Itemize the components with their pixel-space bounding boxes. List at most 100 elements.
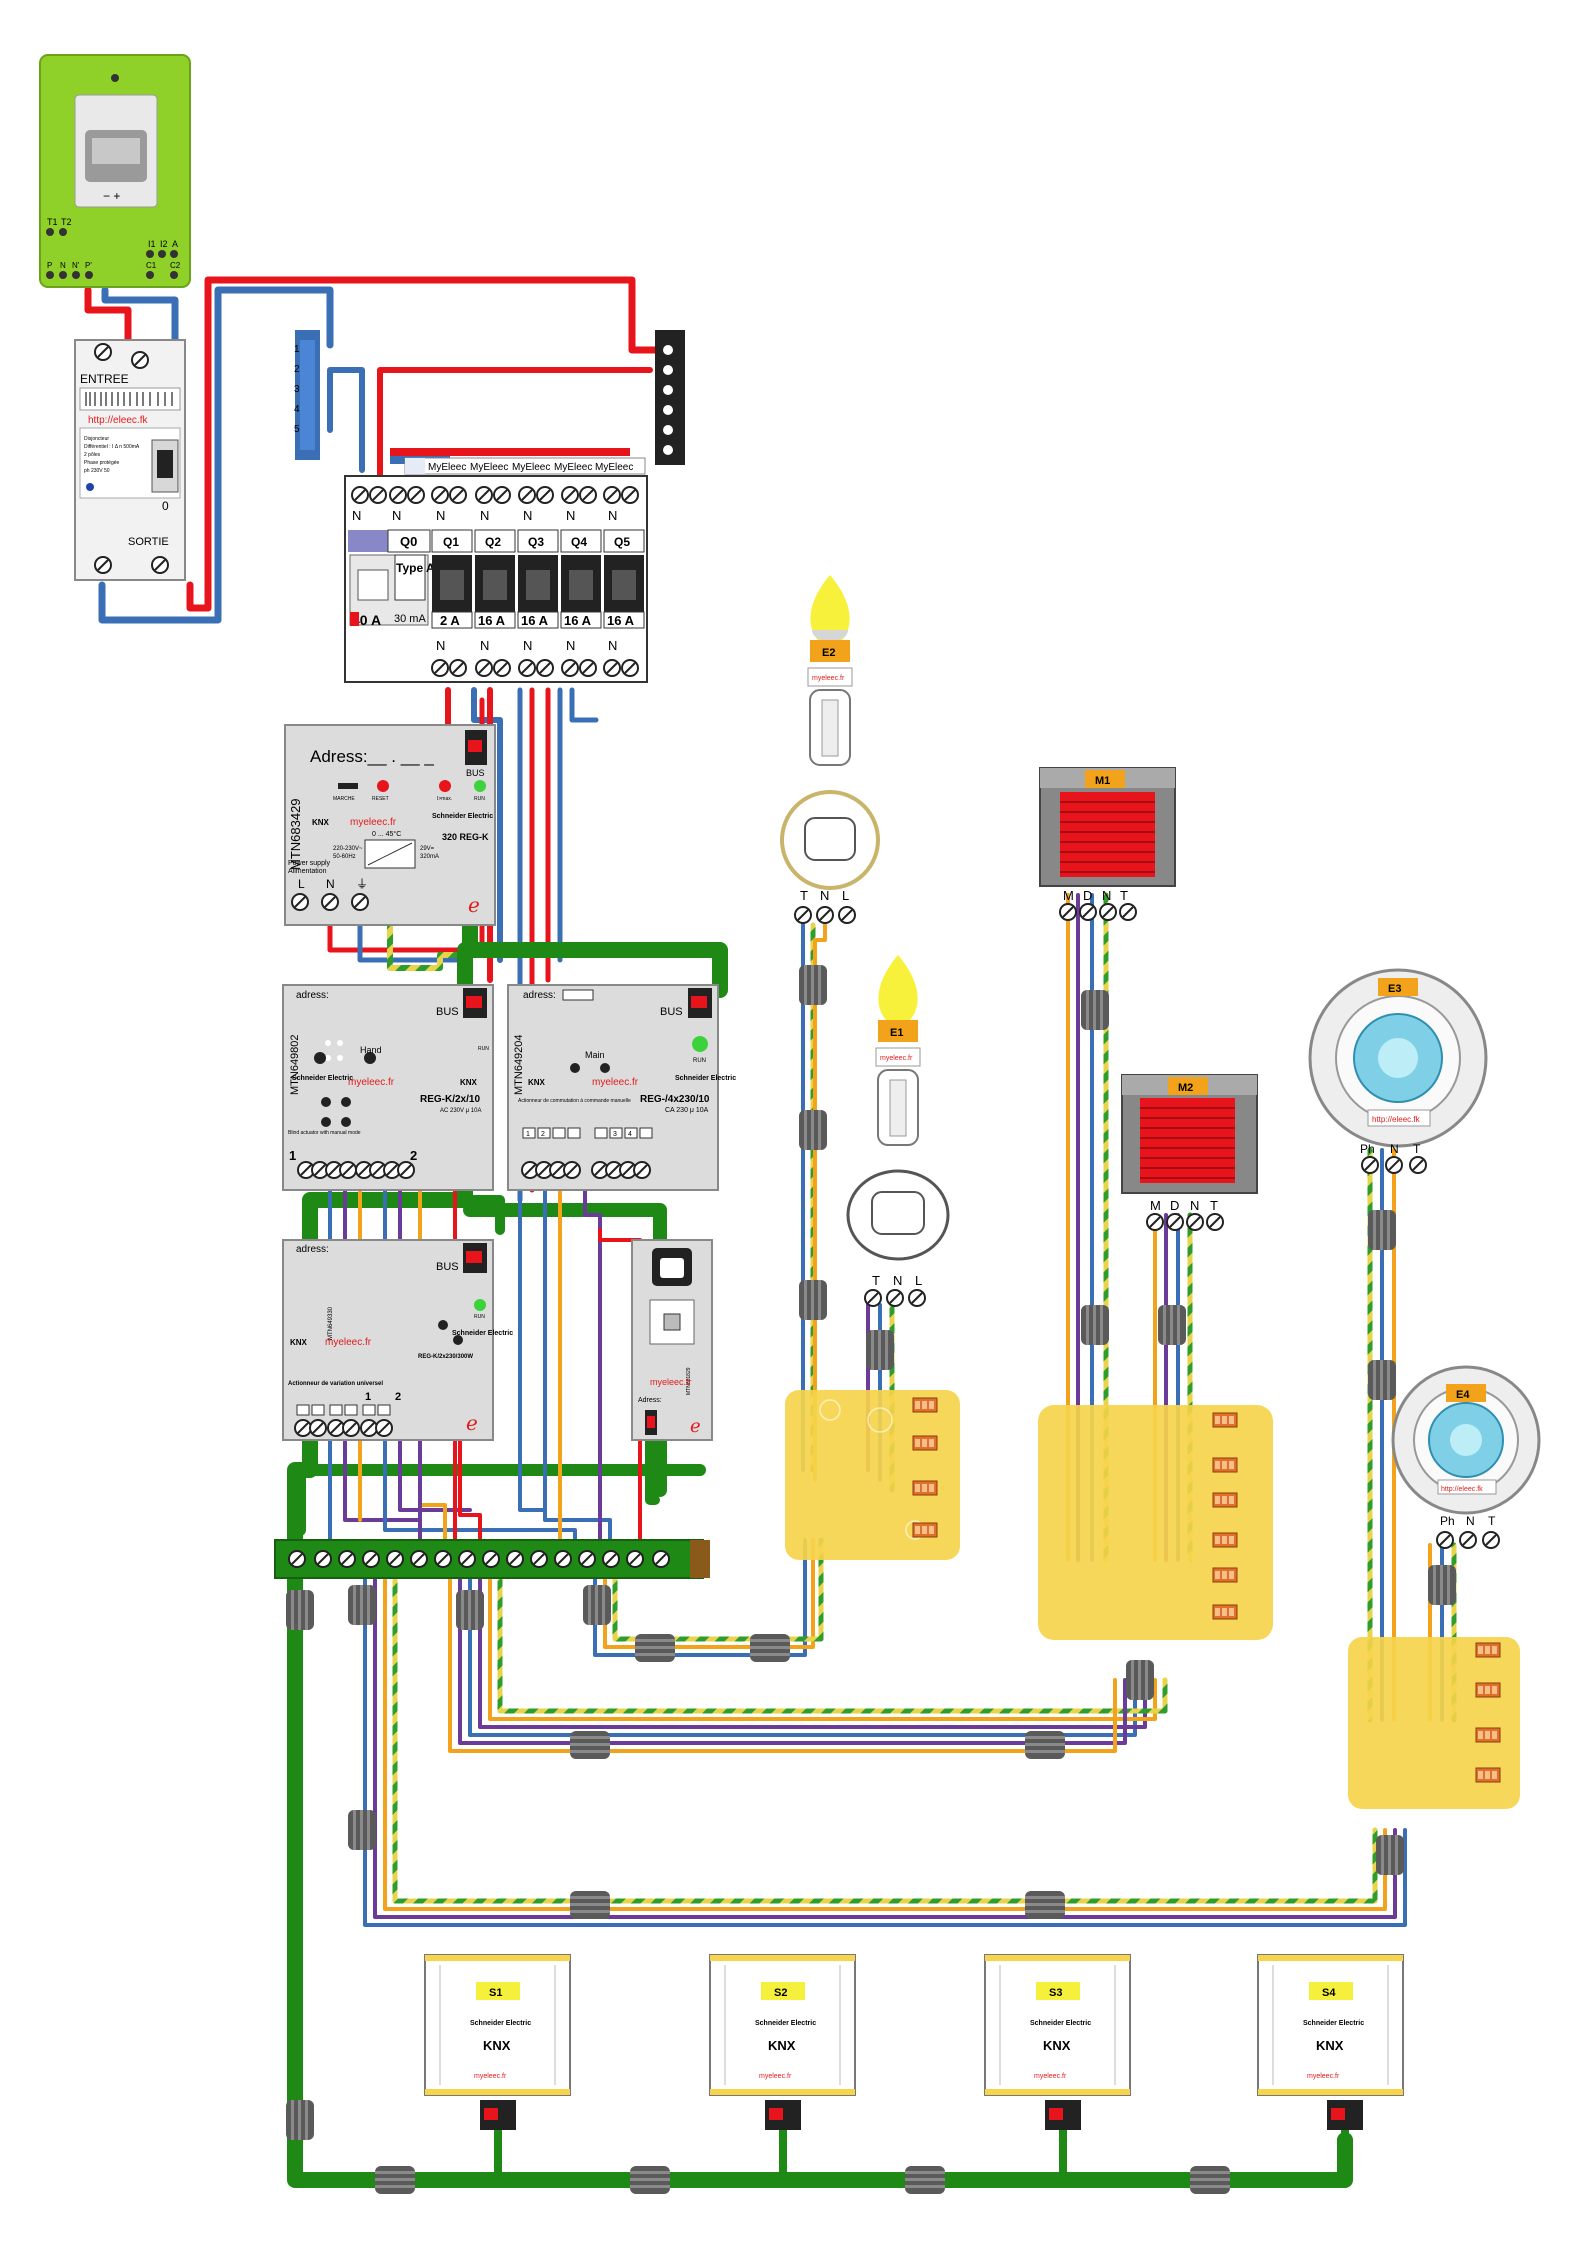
svg-text:N: N [480, 638, 489, 653]
svg-text:N: N [1390, 1142, 1399, 1156]
svg-text:myeleec.fr: myeleec.fr [325, 1337, 372, 1348]
svg-text:Q3: Q3 [528, 535, 544, 549]
svg-text:RESET: RESET [372, 796, 389, 802]
knx-switch-s3: S3 Schneider Electric KNX myeleec.fr [984, 1954, 1131, 2130]
svg-text:Ph: Ph [1360, 1142, 1375, 1156]
junction-box-e1-e2 [785, 1390, 960, 1560]
svg-text:P': P' [85, 261, 92, 270]
svg-text:REG-K/2x/10: REG-K/2x/10 [420, 1094, 480, 1105]
knx-switch-s2: S2 Schneider Electric KNX myeleec.fr [709, 1954, 856, 2130]
neutral-bar: 1 2 3 4 5 [294, 330, 320, 460]
svg-text:T: T [1120, 888, 1128, 903]
svg-text:RUN: RUN [474, 1314, 485, 1320]
svg-text:1: 1 [526, 1131, 530, 1138]
main-breaker-handle: 0 [162, 499, 169, 513]
knx-switch-s1: S1 Schneider Electric KNX myeleec.fr [424, 1954, 571, 2130]
svg-text:C2: C2 [170, 261, 181, 270]
svg-text:M: M [1150, 1198, 1161, 1213]
svg-text:N: N [392, 508, 401, 523]
svg-text:T: T [1413, 1142, 1421, 1156]
svg-text:4: 4 [294, 404, 300, 415]
svg-text:5: 5 [294, 424, 300, 435]
svg-text:2: 2 [395, 1391, 401, 1403]
svg-text:MyEleec: MyEleec [470, 462, 508, 473]
svg-text:I>max.: I>max. [437, 796, 452, 802]
main-breaker: ENTREE http://eleec.fk Disjoncteur Diffé… [74, 339, 186, 581]
svg-text:N: N [820, 888, 829, 903]
svg-text:Phase protégée: Phase protégée [84, 460, 120, 466]
svg-text:Schneider Electric: Schneider Electric [292, 1075, 353, 1082]
breaker-q5: Q5 16 A [603, 529, 645, 629]
svg-text:T: T [800, 888, 808, 903]
spotlight-e3: E3 http://eleec.fk Ph N T [1308, 968, 1488, 1174]
ps-address: Adress:__ . __ _ [310, 747, 434, 766]
svg-text:BUS: BUS [466, 768, 485, 778]
svg-text:E1: E1 [890, 1027, 903, 1039]
svg-text:Q5: Q5 [614, 535, 630, 549]
shutter-m2: M2 M D N T [1121, 1074, 1258, 1231]
meter-terminal-bottom: P [47, 261, 52, 270]
svg-text:adress:: adress: [296, 990, 329, 1001]
svg-text:MyEleec: MyEleec [554, 462, 592, 473]
svg-text:AC 230V μ 10A: AC 230V μ 10A [440, 1108, 481, 1114]
svg-text:KNX: KNX [483, 2038, 511, 2053]
svg-text:N: N [1102, 888, 1111, 903]
lamp-e1: E1 myeleec.fr T N L [846, 955, 950, 1307]
svg-text:KNX: KNX [312, 818, 330, 827]
svg-text:Schneider Electric: Schneider Electric [432, 813, 493, 820]
svg-text:myeleec.fr: myeleec.fr [474, 2073, 507, 2080]
q0-sensitivity: 30 mA [394, 613, 426, 625]
svg-text:ph 230V 50: ph 230V 50 [84, 468, 110, 474]
svg-text:Actionneur de variation univer: Actionneur de variation universel [288, 1381, 383, 1387]
svg-text:2 pôles: 2 pôles [84, 452, 101, 458]
svg-text:T: T [1210, 1198, 1218, 1213]
svg-text:N: N [480, 508, 489, 523]
svg-text:N: N [608, 638, 617, 653]
svg-text:adress:: adress: [296, 1244, 329, 1255]
usb-side-ref: MTN681829 [686, 1367, 692, 1395]
svg-text:320mA: 320mA [420, 854, 439, 860]
svg-text:D: D [1083, 888, 1092, 903]
svg-text:M1: M1 [1095, 775, 1110, 787]
knx-switch-s4: S4 Schneider Electric KNX myeleec.fr [1257, 1954, 1404, 2130]
knx-power-supply: Adress:__ . __ _ BUS MARCHE RESET I>max.… [284, 724, 496, 926]
svg-text:Blind actuator with manual mod: Blind actuator with manual mode [288, 1130, 361, 1136]
svg-text:myeleec.fr: myeleec.fr [759, 2073, 792, 2080]
svg-text:CA 230 μ 10A: CA 230 μ 10A [665, 1107, 709, 1114]
svg-text:N: N [608, 508, 617, 523]
svg-text:Q2: Q2 [485, 535, 501, 549]
svg-text:KNX: KNX [1043, 2038, 1071, 2053]
q0-type: Type AC [396, 561, 444, 575]
svg-text:myeleec.fr: myeleec.fr [650, 1377, 692, 1387]
main-breaker-url: http://eleec.fk [88, 415, 148, 426]
svg-text:2: 2 [541, 1131, 545, 1138]
distribution-panel: MyEleec MyEleec MyEleec MyEleec MyEleec … [344, 457, 648, 683]
svg-text:BUS: BUS [436, 1006, 459, 1018]
svg-text:Adress:: Adress: [638, 1397, 662, 1404]
breaker-q1: Q1 2 A [431, 529, 473, 629]
svg-text:1: 1 [365, 1391, 371, 1403]
electricity-meter: − + T1 T2 I1 I2 A P N N' P' C1 C2 [39, 54, 191, 288]
svg-text:Hand: Hand [360, 1045, 382, 1055]
svg-text:RUN: RUN [693, 1058, 706, 1064]
svg-text:− +: − + [103, 189, 120, 203]
svg-text:Schneider Electric: Schneider Electric [755, 2020, 816, 2027]
svg-text:MyEleec: MyEleec [595, 462, 633, 473]
meter-terminal-top-left: T1 [47, 217, 58, 227]
junction-box-m1-m2 [1038, 1405, 1273, 1640]
svg-text:BUS: BUS [660, 1006, 683, 1018]
svg-text:M: M [1063, 888, 1074, 903]
svg-text:T2: T2 [61, 217, 72, 227]
q0-label: Q0 [400, 534, 417, 549]
svg-text:BUS: BUS [436, 1261, 459, 1273]
svg-text:M2: M2 [1178, 1082, 1193, 1094]
svg-text:myeleec.fr: myeleec.fr [1034, 2073, 1067, 2080]
usb-interface: MTN681829 myeleec.fr Adress: ℯ [631, 1239, 713, 1441]
svg-text:E4: E4 [1456, 1389, 1470, 1401]
ps-side-ref: MTN683429 [288, 798, 303, 870]
svg-text:2: 2 [294, 364, 300, 375]
svg-text:S2: S2 [774, 1987, 787, 1999]
svg-text:Actionneur de commutation à co: Actionneur de commutation à commande man… [518, 1098, 631, 1104]
svg-text:Ph: Ph [1440, 1514, 1455, 1528]
svg-text:L: L [298, 877, 305, 891]
